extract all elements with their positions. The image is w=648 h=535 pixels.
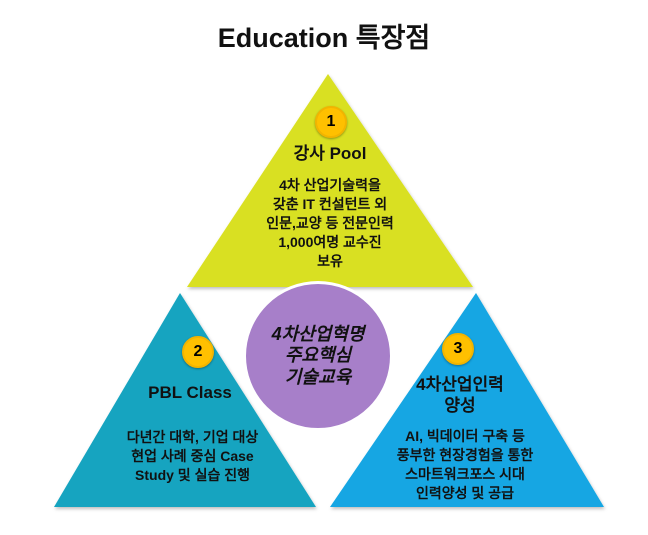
center-circle: 4차산업혁명 주요핵심 기술교육 [243,281,393,431]
section-1-line: 4차 산업기술력을 [279,177,381,193]
section-1-line: 갖춘 IT 컨설턴트 외 [272,195,388,212]
center-line: 4차산업혁명 [271,323,365,344]
section-3-line: 인력양성 및 공급 [416,484,514,501]
center-line: 기술교육 [284,366,352,387]
section-1-body: 4차 산업기술력을 갖춘 IT 컨설턴트 외 인문,교양 등 전문인력 1,00… [210,176,450,270]
section-3-line: AI, 빅데이터 구축 등 [405,428,525,444]
top-triangle [187,74,473,287]
section-3-heading-line: 4차산업인력 [416,375,504,394]
section-3-heading-line: 양성 [444,396,476,416]
section-2-heading-line: PBL Class [148,383,232,402]
section-2-line: 현업 사례 중심 Case [131,447,254,464]
center-line: 주요핵심 [284,345,352,366]
section-1-line: 1,000여명 교수진 [278,233,382,250]
badge-1: 1 [315,106,347,138]
section-1-heading-line: 강사 Pool [293,144,367,163]
section-3-line: 스마트워크포스 시대 [405,465,525,482]
section-3-heading: 4차산업인력 양성 [385,374,535,417]
left-triangle [54,293,316,507]
section-2-line: Study 및 실습 진행 [135,466,250,483]
badge-2: 2 [182,336,214,368]
section-1-line: 인문,교양 등 전문인력 [266,214,394,231]
right-triangle [330,293,604,507]
section-3-line: 풍부한 현장경험을 통한 [396,446,534,463]
section-1-line: 보유 [317,252,343,269]
section-2-heading: PBL Class [110,382,270,403]
section-3-body: AI, 빅데이터 구축 등 풍부한 현장경험을 통한 스마트워크포스 시대 인력… [360,427,570,503]
section-2-line: 다년간 대학, 기업 대상 [126,429,259,445]
badge-3: 3 [442,333,474,365]
section-1-heading: 강사 Pool [230,143,430,164]
page-title: Education 특장점 [217,23,431,53]
section-2-body: 다년간 대학, 기업 대상 현업 사례 중심 Case Study 및 실습 진… [85,428,300,485]
